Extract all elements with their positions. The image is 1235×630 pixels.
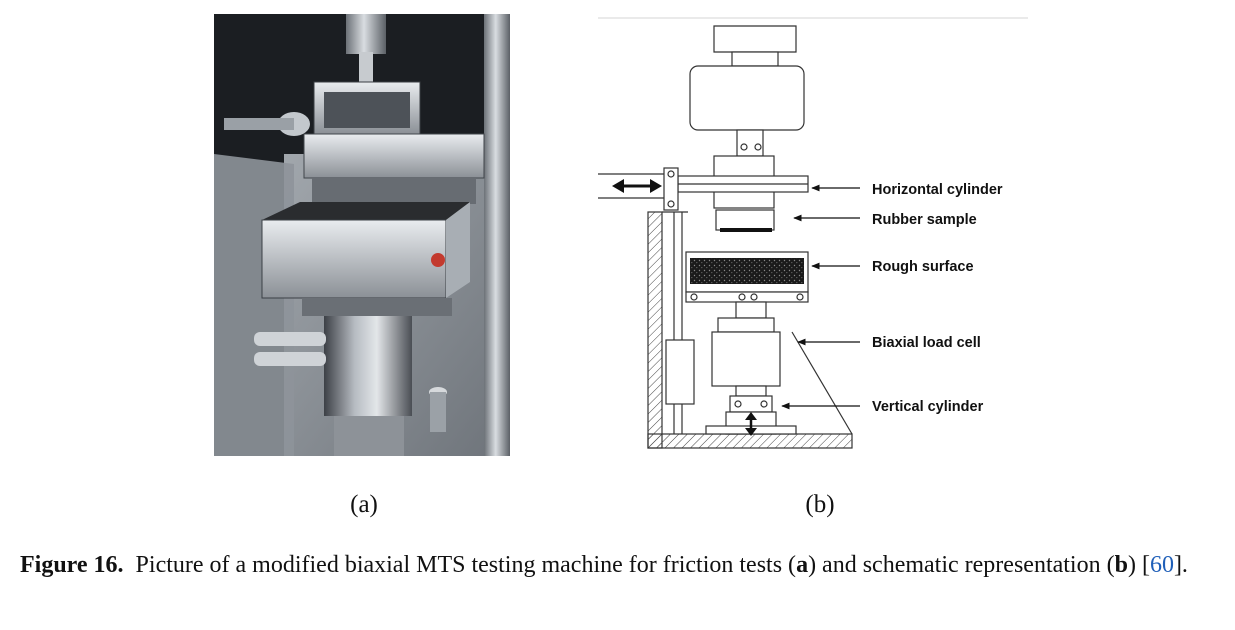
frame-base (647, 433, 853, 449)
rough-surface-box-top (262, 202, 470, 220)
top-neck (731, 51, 779, 67)
rubber-sample (720, 228, 772, 232)
caption-bold-a: a (796, 552, 809, 578)
panel-b-label: (b) (805, 491, 835, 518)
load-cell-neck (735, 301, 767, 319)
upper-holder-dark (324, 92, 410, 128)
small-post (430, 392, 446, 432)
reference-link[interactable]: 60 (1149, 552, 1174, 578)
side-guide (665, 339, 695, 405)
lower-piston (334, 416, 404, 456)
caption-label: Figure 16. (20, 552, 124, 578)
frame-diagonal (791, 331, 853, 435)
frame-left-wall (647, 211, 663, 449)
connector-1 (254, 332, 326, 346)
top-rod (736, 129, 764, 157)
label-rubber-sample: Rubber sample (872, 212, 977, 228)
connector-2 (254, 352, 326, 366)
rough-surface-box-front (261, 219, 447, 299)
top-grip (346, 14, 386, 54)
biaxial-load-cell-body (711, 331, 781, 387)
rough-surface-box-side (446, 202, 470, 298)
top-bolt-1 (740, 143, 748, 151)
caption-text-4: ]. (1173, 552, 1188, 578)
label-biaxial-load-cell: Biaxial load cell (872, 335, 981, 351)
caption-text-1: Picture of a modified biaxial MTS testin… (135, 552, 797, 578)
rubber-sample-holder (715, 209, 775, 231)
caption-text-3: ) [ (1127, 552, 1150, 578)
rough-surface-base (685, 291, 809, 303)
upper-block-shadow (312, 178, 476, 204)
label-horizontal-cylinder: Horizontal cylinder (872, 182, 1003, 198)
load-cell (324, 316, 412, 416)
caption-bold-b: b (1114, 552, 1128, 578)
top-grip-shape (713, 25, 797, 53)
horizontal-bracket (663, 167, 679, 211)
top-grip-rod (359, 52, 373, 88)
upper-block (303, 133, 485, 179)
panel-a-label: (a) (350, 491, 378, 518)
horizontal-rod (224, 118, 294, 130)
rough-surface-grit (690, 258, 804, 284)
right-column (484, 14, 510, 456)
label-rough-surface: Rough surface (872, 259, 974, 275)
label-vertical-cylinder: Vertical cylinder (872, 399, 984, 415)
testing-machine-photo (214, 14, 510, 456)
double-arrow-vertical (745, 412, 757, 436)
caption-text-2: ) and schematic representation ( (808, 552, 1115, 578)
load-cell-base (302, 298, 452, 316)
side-plate (214, 154, 294, 456)
load-cell-top (717, 317, 775, 333)
figure-caption: Figure 16. Picture of a modified biaxial… (20, 548, 1218, 583)
top-actuator (689, 65, 805, 131)
red-mark (431, 253, 445, 267)
lower-rod (735, 385, 767, 397)
top-bolt-2 (754, 143, 762, 151)
schematic-diagram: Horizontal cylinder Rubber sample Rough … (598, 17, 1028, 449)
double-arrow-horizontal (612, 179, 662, 193)
